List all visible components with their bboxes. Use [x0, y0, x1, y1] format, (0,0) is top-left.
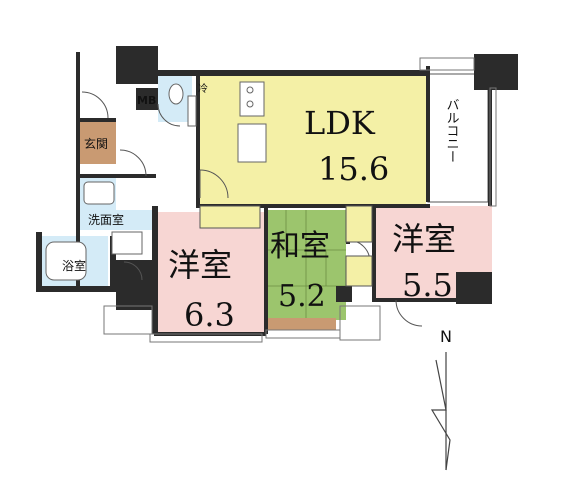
closets [199, 205, 373, 287]
western-right-label: 洋室 [392, 220, 456, 258]
north-compass [430, 352, 451, 471]
bathroom-fixtures [45, 83, 184, 281]
ldk-room [198, 76, 426, 204]
balcony-area [427, 73, 489, 203]
kitchen-fixtures [187, 81, 267, 163]
western-left-size: 6.3 [184, 296, 235, 334]
balcony-label: バルコニー [444, 98, 460, 163]
japanese-room-tokonoma [266, 318, 336, 330]
bathroom-label: 浴室 [62, 258, 86, 273]
washroom-label: 洗面室 [88, 212, 124, 227]
fridge-label: 冷 [198, 82, 208, 95]
door-swings [81, 91, 423, 327]
japanese-label: 和室 [270, 229, 330, 264]
windows [103, 57, 497, 343]
western-left-label: 洋室 [168, 246, 232, 284]
ldk-size: 15.6 [318, 150, 389, 188]
western-room-left [156, 212, 264, 334]
tatami-grid [266, 210, 346, 318]
japanese-size: 5.2 [278, 279, 326, 314]
entrance-label: 玄関 [84, 136, 108, 151]
ldk-label: LDK [304, 104, 376, 142]
western-right-size: 5.5 [402, 266, 453, 304]
hallway [116, 122, 198, 210]
walls [36, 46, 518, 336]
meter-box-label: MB [137, 94, 156, 107]
north-label: N [440, 327, 452, 346]
entrance-area [80, 122, 116, 164]
